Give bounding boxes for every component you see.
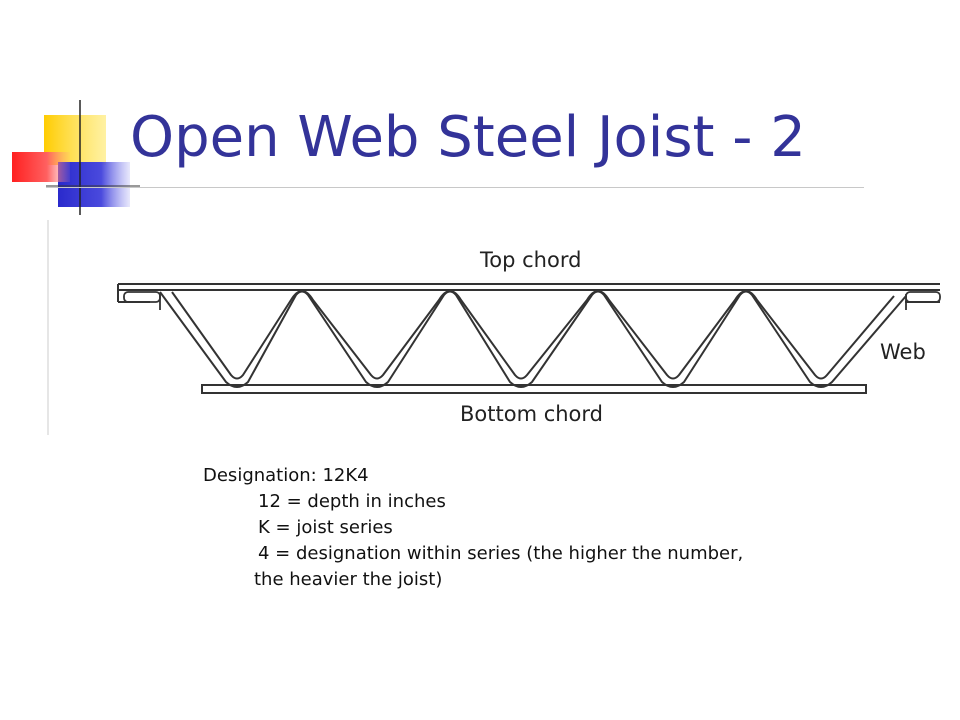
description-line-depth: 12 = depth in inches (258, 491, 446, 512)
description-line-series: K = joist series (258, 517, 393, 538)
corner-decoration (0, 0, 140, 215)
top-chord-shape (117, 283, 940, 303)
bottom-chord-label: Bottom chord (460, 402, 604, 426)
web-shape (159, 290, 907, 388)
joist-diagram: Top chord Web Bottom chord (0, 220, 960, 445)
end-seat-shapes (123, 291, 941, 310)
bottom-chord-shape (201, 384, 867, 394)
corner-blocks-graphic (12, 100, 140, 215)
title-divider (46, 187, 864, 188)
designation-heading: Designation: 12K4 (203, 465, 369, 486)
slide-title: Open Web Steel Joist - 2 (130, 105, 806, 170)
description-line-designation: 4 = designation within series (the highe… (254, 543, 744, 590)
joist-drawing (47, 220, 941, 435)
top-chord-label: Top chord (480, 248, 582, 272)
web-label: Web (880, 340, 926, 364)
designation-description: Designation: 12K4 12 = depth in inches K… (203, 463, 774, 593)
